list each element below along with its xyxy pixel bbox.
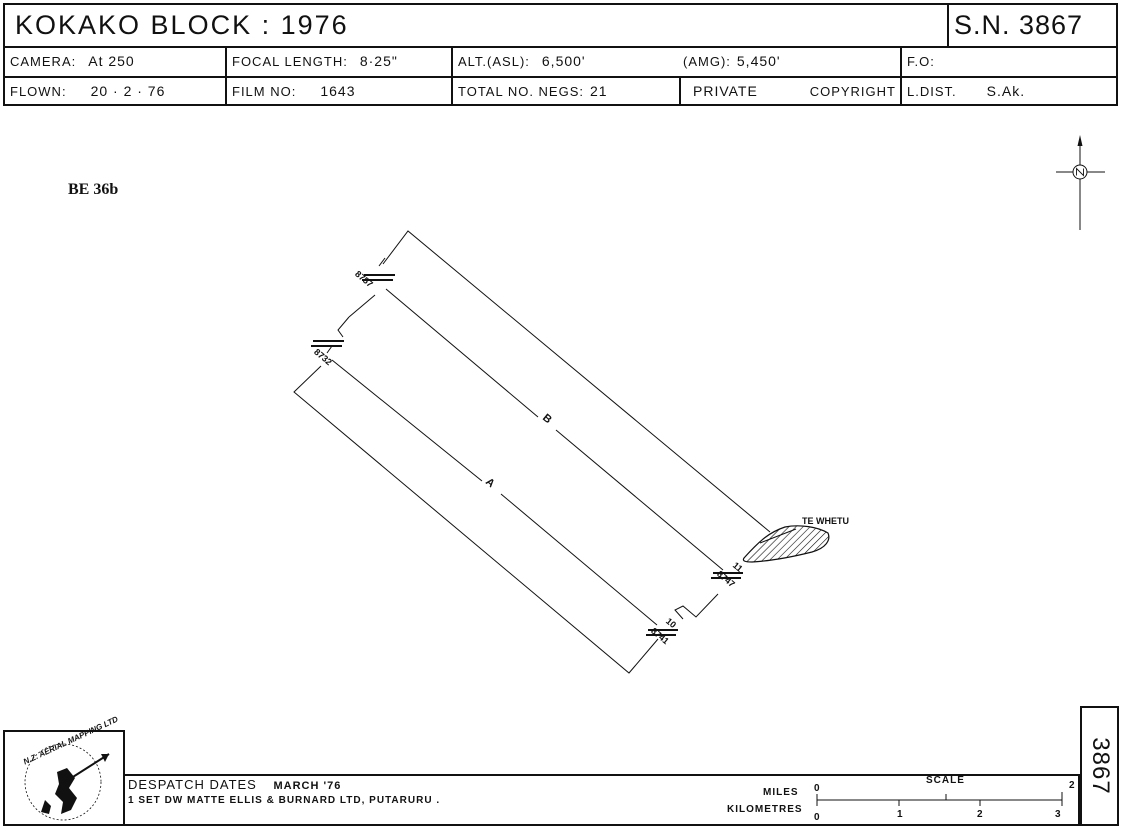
altitude-cell: ALT.(ASL): 6,500' — [451, 46, 678, 76]
amg-label: (AMG): — [683, 53, 731, 69]
dispatch-dates: DESPATCH DATES MARCH '76 — [128, 777, 341, 792]
block-title: KOKAKO BLOCK : 1976 — [15, 10, 349, 40]
frame-id: BE 36b — [68, 181, 119, 198]
kilometres-label: KILOMETRES — [727, 804, 803, 815]
scale-bar — [816, 792, 1063, 806]
altitude-label: ALT.(ASL): — [458, 53, 530, 69]
supply-text: 1 SET DW MATTE ELLIS & BURNARD LTD, PUTA… — [128, 795, 441, 806]
header-table: KOKAKO BLOCK : 1976 S.N. 3867 CAMERA: At… — [3, 3, 1118, 106]
focal-length-label: FOCAL LENGTH: — [232, 53, 348, 69]
north-arrow-icon — [1056, 135, 1105, 230]
camera-cell: CAMERA: At 250 — [5, 46, 225, 76]
camera-label: CAMERA: — [10, 53, 77, 69]
header-camera-row: CAMERA: At 250 FOCAL LENGTH: 8·25" ALT.(… — [5, 46, 1116, 78]
private-label: PRIVATE — [693, 83, 758, 99]
flight-run-a — [293, 345, 719, 674]
negs-cell: TOTAL NO. NEGS: 21 — [451, 76, 679, 106]
ldist-cell: L.DIST. S.Ak. — [900, 76, 1116, 106]
altitude-value: 6,500' — [541, 53, 586, 69]
nz-aerial-mapping-logo: N.Z. AERIAL MAPPING LTD — [3, 715, 125, 826]
te-whetu-area — [742, 525, 830, 563]
header-flight-row: FLOWN: 20 · 2 · 76 FILM NO: 1643 TOTAL N… — [5, 76, 1116, 106]
amg-value: 5,450' — [736, 53, 781, 69]
side-survey-number-box: 3867 — [1080, 706, 1119, 826]
flown-cell: FLOWN: 20 · 2 · 76 — [5, 76, 225, 106]
header-title-row: KOKAKO BLOCK : 1976 S.N. 3867 — [5, 5, 1116, 48]
survey-number: S.N. 3867 — [947, 5, 1116, 46]
miles-tick-0: 0 — [814, 783, 820, 794]
camera-value: At 250 — [88, 53, 135, 69]
amg-cell: (AMG): 5,450' — [678, 46, 900, 76]
km-tick-3: 3 — [1055, 809, 1061, 820]
film-end-markers — [311, 274, 743, 636]
dispatch-value: MARCH '76 — [273, 780, 342, 792]
film-number-label: FILM NO: — [232, 83, 297, 99]
logo-emblem-icon — [24, 743, 110, 821]
side-survey-number: 3867 — [1086, 737, 1114, 795]
place-label-te-whetu: TE WHETU — [802, 516, 849, 526]
copyright-label: COPYRIGHT — [809, 83, 896, 99]
flight-run-b — [337, 230, 771, 571]
scale-title: SCALE — [926, 775, 965, 786]
km-tick-2: 2 — [977, 809, 983, 820]
fo-cell: F.O: — [900, 46, 1116, 76]
negs-value: 21 — [590, 83, 608, 99]
km-tick-1: 1 — [897, 809, 903, 820]
fo-label: F.O: — [907, 53, 935, 69]
focal-length-value: 8·25" — [359, 53, 398, 69]
copyright-cell: PRIVATE COPYRIGHT — [679, 76, 900, 106]
flown-value: 20 · 2 · 76 — [90, 83, 166, 99]
negs-label: TOTAL NO. NEGS: — [458, 83, 585, 99]
flown-label: FLOWN: — [10, 83, 67, 99]
dispatch-label: DESPATCH DATES — [128, 777, 257, 792]
film-number-cell: FILM NO: 1643 — [225, 76, 451, 106]
miles-tick-2: 2 — [1069, 780, 1075, 791]
ldist-label: L.DIST. — [907, 83, 957, 99]
km-tick-0: 0 — [814, 812, 820, 823]
miles-label: MILES — [763, 787, 799, 798]
ldist-value: S.Ak. — [986, 83, 1026, 99]
footer-info-box — [125, 774, 1080, 826]
film-number-value: 1643 — [320, 83, 356, 99]
focal-length-cell: FOCAL LENGTH: 8·25" — [225, 46, 451, 76]
north-symbol — [1076, 167, 1084, 177]
